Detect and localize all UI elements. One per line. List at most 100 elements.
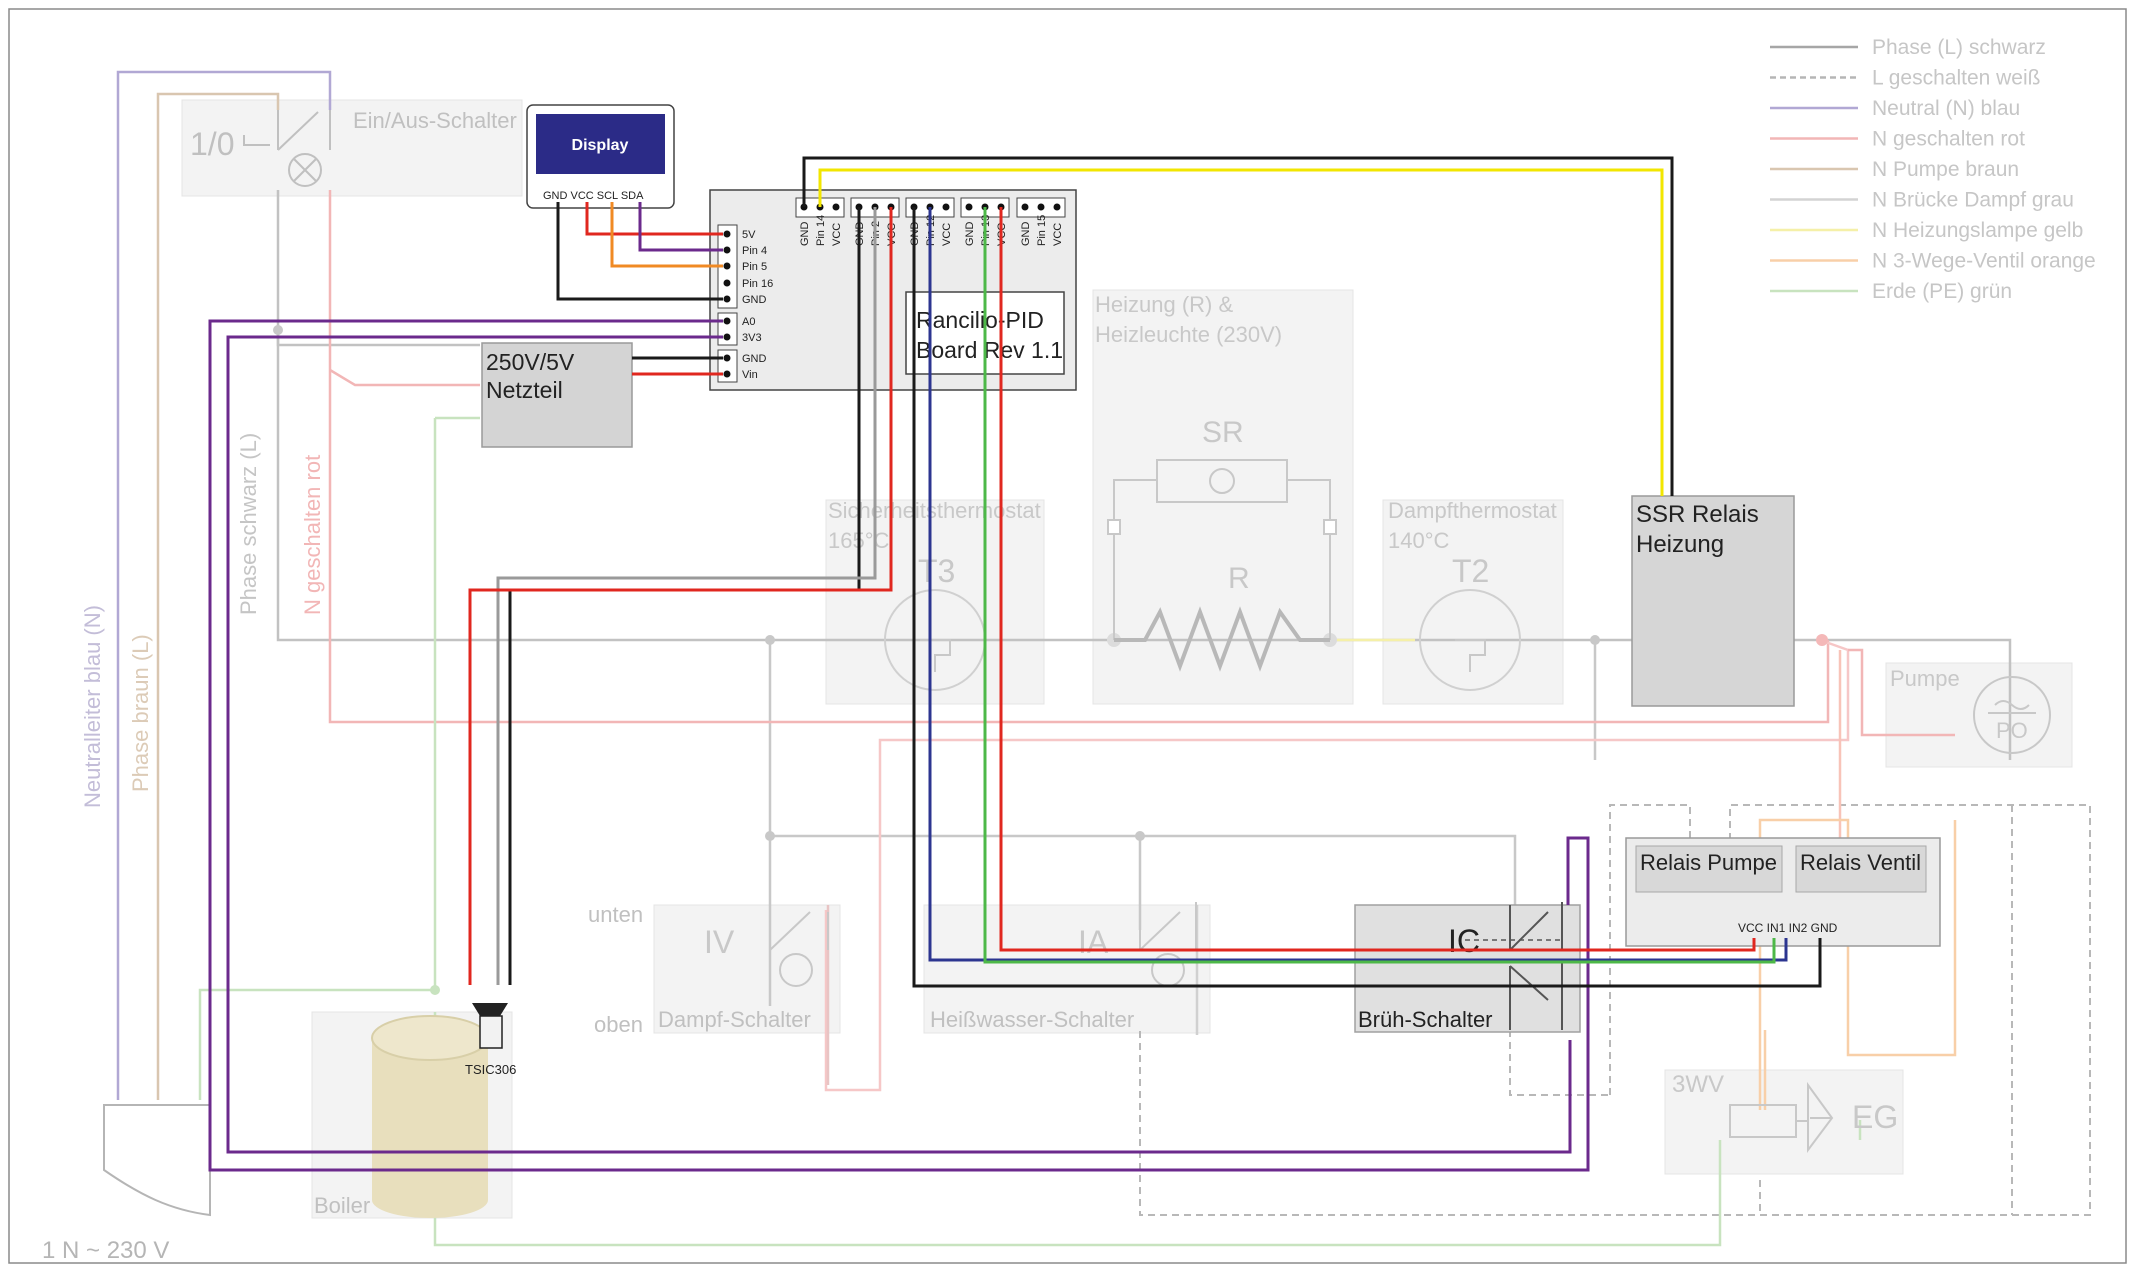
ssr-label-1: SSR Relais [1636, 501, 1759, 528]
main-switch-symbol: 1/0 [190, 126, 234, 162]
pump: Pumpe PO [1890, 666, 2051, 754]
steam-thermostat-label-2: 140°C [1388, 528, 1450, 553]
steam-thermostat: Dampfthermostat 140°C T2 [1388, 498, 1557, 691]
pid-board: Rancilio-PID Board Rev 1.1 5V Pin 4 Pin … [709, 189, 1077, 391]
psu-label-1: 250V/5V [486, 349, 575, 375]
legend-label: N Heizungslampe gelb [1872, 219, 2083, 242]
pump-label: Pumpe [1890, 666, 1960, 691]
pin-label: VCC [1052, 223, 1064, 246]
steam-thermostat-label-1: Dampfthermostat [1388, 498, 1557, 523]
legend-label: L geschalten weiß [1872, 67, 2040, 90]
heater-label-1: Heizung (R) & [1095, 292, 1233, 317]
relay-valve-label: Relais Ventil [1800, 850, 1921, 875]
pin-label: A0 [742, 316, 755, 328]
pin-label: Pin 14 [815, 215, 827, 246]
heater: Heizung (R) & Heizleuchte (230V) SR R [1095, 292, 1337, 672]
supply-terminal [103, 1104, 211, 1217]
legend-item: Neutral (N) blau [1770, 97, 2020, 120]
boiler: Boiler [314, 1015, 489, 1218]
steam-switch-symbol: IV [704, 924, 735, 960]
legend-label: N Pumpe braun [1872, 158, 2019, 181]
pin-label: GND [964, 222, 976, 247]
relay-board: Relais Pumpe Relais Ventil VCC IN1 IN2 G… [1625, 837, 1941, 947]
legend-label: N Brücke Dampf grau [1872, 189, 2074, 212]
legend-item: L geschalten weiß [1770, 67, 2040, 90]
heater-box [1092, 289, 1354, 705]
relay-pump-label: Relais Pumpe [1640, 850, 1777, 875]
t3-label: T3 [918, 553, 955, 589]
legend-label: Neutral (N) blau [1872, 97, 2020, 120]
main-switch[interactable]: 1/0 Ein/Aus-Schalter [190, 108, 517, 187]
valve-symbol: EG [1852, 1099, 1898, 1135]
main-switch-box [181, 99, 523, 197]
ssr-relay: SSR Relais Heizung [1631, 495, 1795, 707]
lamp-icon [779, 953, 813, 987]
pin-label: 5V [742, 229, 756, 241]
valve-icon [1807, 1081, 1834, 1153]
heater-lamp-icon [1209, 468, 1235, 494]
three-way-valve: 3WV EG [1672, 1071, 1898, 1153]
pin-label: 3V3 [742, 332, 762, 344]
safety-thermostat-label-1: Sicherheitsthermostat [828, 498, 1041, 523]
pin-label: GND [742, 353, 767, 365]
display-pins: GND VCC SCL SDA [543, 190, 644, 202]
pin-label: Pin 16 [742, 278, 773, 290]
pin-label: GND [799, 222, 811, 247]
legend-item: Phase (L) schwarz [1770, 36, 2046, 59]
board-name-2: Board Rev 1.1 [916, 337, 1063, 363]
legend-label: N geschalten rot [1872, 128, 2025, 151]
wire-display-sda [638, 202, 723, 252]
lamp-icon [288, 153, 322, 187]
supply-label: 1 N ~ 230 V [42, 1237, 169, 1264]
wire-display-gnd [556, 202, 723, 301]
ssr-label-2: Heizung [1636, 531, 1724, 558]
pin-label: VCC [941, 223, 953, 246]
thermostat-icon [1419, 589, 1521, 691]
legend-label: Erde (PE) grün [1872, 280, 2012, 303]
pump-box [1885, 662, 2073, 768]
heater-label-2: Heizleuchte (230V) [1095, 322, 1282, 347]
steam-switch-label: Dampf-Schalter [658, 1007, 811, 1032]
wire-label-n-switched: N geschalten rot [300, 455, 325, 615]
psu-label-2: Netzteil [486, 377, 563, 403]
brew-switch-label: Brüh-Schalter [1358, 1007, 1493, 1032]
relay-board-pins: VCC IN1 IN2 GND [1738, 921, 1838, 935]
steam-switch-bottom-label: oben [594, 1012, 643, 1037]
pin-label: Pin 5 [742, 261, 767, 273]
wire-label-neutral: Neutralleiter blau (N) [80, 605, 105, 808]
main-switch-label: Ein/Aus-Schalter [353, 108, 517, 133]
t2-label: T2 [1452, 553, 1489, 589]
legend-item: Erde (PE) grün [1770, 280, 2012, 303]
brew-switch[interactable]: IC Brüh-Schalter [1354, 902, 1581, 1033]
wire-label-phase-brown: Phase braun (L) [128, 634, 153, 792]
valve-label: 3WV [1672, 1071, 1724, 1098]
hotwater-switch[interactable]: IA Heißwasser-Schalter [930, 902, 1197, 1032]
wire-label-phase-black: Phase schwarz (L) [236, 433, 261, 615]
legend-item: N 3-Wege-Ventil orange [1770, 250, 2096, 273]
pin-label: Pin 4 [742, 245, 767, 257]
pump-icon [1973, 676, 2051, 754]
legend-label: Phase (L) schwarz [1872, 36, 2046, 59]
sensor-label: TSIC306 [465, 1062, 516, 1077]
brew-switch-symbol: IC [1448, 923, 1480, 959]
legend: Phase (L) schwarz L geschalten weißNeutra… [1770, 36, 2096, 303]
boiler-label: Boiler [314, 1193, 370, 1218]
pin-label: GND [1020, 222, 1032, 247]
legend-item: N Pumpe braun [1770, 158, 2019, 181]
resistor-label: R [1228, 562, 1250, 595]
temperature-sensor: TSIC306 [465, 1003, 516, 1077]
pin-label: Pin 15 [1036, 215, 1048, 246]
signal-wires [208, 156, 1822, 1172]
legend-item: N Heizungslampe gelb [1770, 219, 2083, 242]
pin-label: GND [742, 294, 767, 306]
wire-display-vcc [585, 202, 723, 236]
resistor-icon [1114, 606, 1330, 672]
steam-switch[interactable]: unten oben IV Dampf-Schalter [588, 902, 829, 1037]
legend-item: N Brücke Dampf grau [1770, 189, 2074, 212]
pin-label: Vin [742, 369, 758, 381]
display-screen [536, 114, 665, 174]
steam-switch-top-label: unten [588, 902, 643, 927]
power-supply: 250V/5V Netzteil [481, 342, 633, 448]
